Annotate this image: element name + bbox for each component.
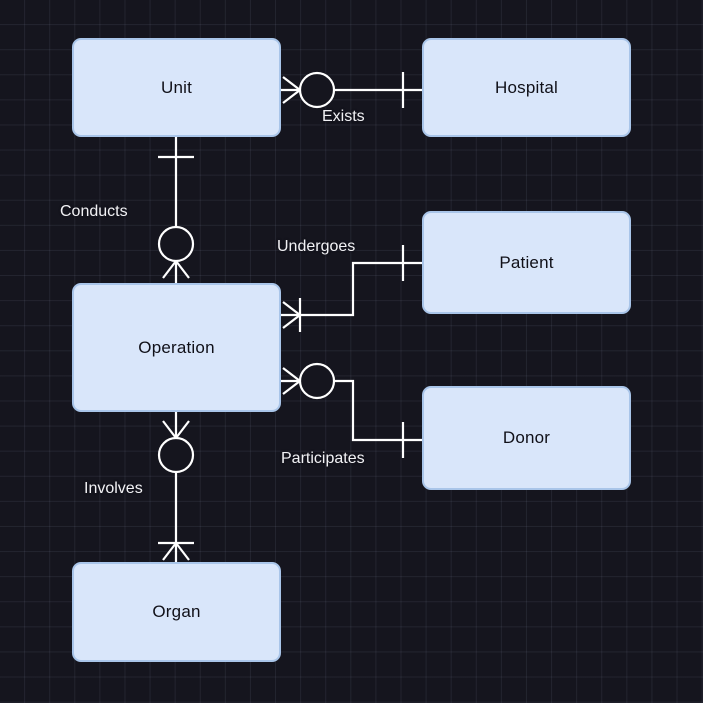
connector-conducts[interactable]	[157, 137, 195, 283]
entity-hospital[interactable]: Hospital	[422, 38, 631, 137]
relationship-label-conducts: Conducts	[60, 203, 128, 220]
connector-involves[interactable]	[157, 412, 195, 562]
entity-donor[interactable]: Donor	[422, 386, 631, 490]
entity-label-hospital: Hospital	[494, 77, 559, 97]
connector-exists[interactable]	[281, 71, 422, 109]
entity-unit[interactable]: Unit	[72, 38, 281, 137]
entity-organ[interactable]: Organ	[72, 562, 281, 662]
relationship-label-undergoes: Undergoes	[277, 238, 356, 255]
relationship-label-participates: Participates	[281, 450, 365, 467]
entity-label-operation: Operation	[138, 337, 215, 357]
entity-label-donor: Donor	[502, 428, 551, 447]
connector-undergoes[interactable]	[281, 245, 422, 332]
relationship-label-involves: Involves	[84, 480, 143, 497]
entity-label-patient: Patient	[499, 252, 554, 272]
entity-label-organ: Organ	[152, 602, 201, 621]
entity-patient[interactable]: Patient	[422, 211, 631, 314]
connector-participates[interactable]	[281, 362, 422, 458]
entity-label-unit: Unit	[160, 77, 193, 97]
relationship-label-exists: Exists	[322, 108, 365, 125]
entity-operation[interactable]: Operation	[72, 283, 281, 412]
